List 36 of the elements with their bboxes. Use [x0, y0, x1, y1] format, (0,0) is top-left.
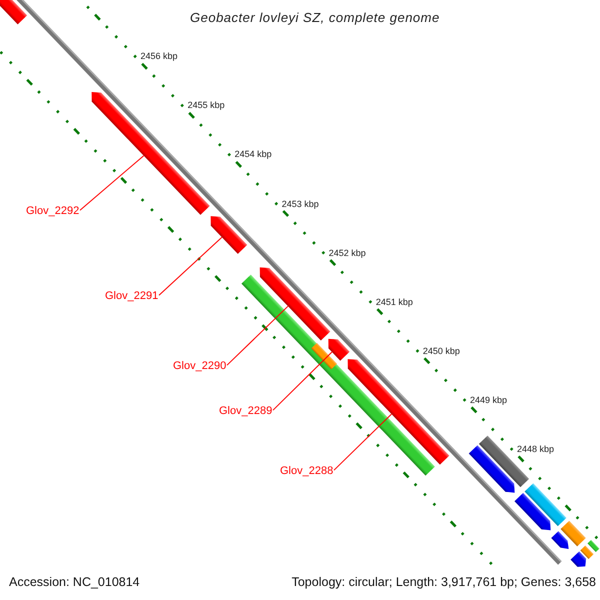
leader-line — [80, 155, 144, 211]
gene-feature — [551, 531, 569, 549]
gene-feature — [468, 445, 515, 493]
gene-feature — [92, 92, 210, 215]
gene-feature — [348, 359, 450, 465]
scale-label: 2450 kbp — [422, 346, 460, 357]
scale-label: 2454 kbp — [234, 149, 272, 160]
scale-label: 2449 kbp — [470, 394, 507, 406]
scale-label: 2453 kbp — [282, 198, 319, 210]
gene-label: Glov_2290 — [173, 360, 226, 373]
leader-line — [226, 306, 288, 366]
gene-feature — [0, 0, 28, 24]
gene-label: Glov_2291 — [105, 290, 158, 303]
gene-feature — [328, 338, 350, 361]
leader-line — [158, 236, 222, 296]
genome-summary: Topology: circular; Length: 3,917,761 bp; Genes: 3,658 — [292, 575, 596, 590]
leader-line — [334, 414, 392, 471]
scale-label: 2452 kbp — [328, 248, 366, 259]
gene-label: Glov_2289 — [219, 405, 272, 418]
scale-label: 2455 kbp — [188, 100, 225, 112]
scale-label: 2448 kbp — [517, 444, 554, 455]
gene-feature — [514, 492, 551, 530]
accession-text: Accession: NC_010814 — [9, 575, 140, 590]
gene-feature — [580, 545, 594, 559]
scale-label: 2451 kbp — [376, 296, 413, 308]
leader-line — [272, 352, 332, 411]
gene-label: Glov_2288 — [280, 465, 334, 478]
gene-feature — [588, 540, 600, 552]
gene-label: Glov_2292 — [26, 205, 80, 218]
gene-feature — [210, 216, 248, 254]
gene-feature — [570, 551, 586, 567]
scale-label: 2456 kbp — [140, 51, 178, 62]
gene-feature — [260, 267, 330, 340]
gene-feature — [524, 483, 566, 526]
gene-feature — [311, 342, 338, 370]
diagram-title: Geobacter lovleyi SZ, complete genome — [190, 10, 440, 26]
